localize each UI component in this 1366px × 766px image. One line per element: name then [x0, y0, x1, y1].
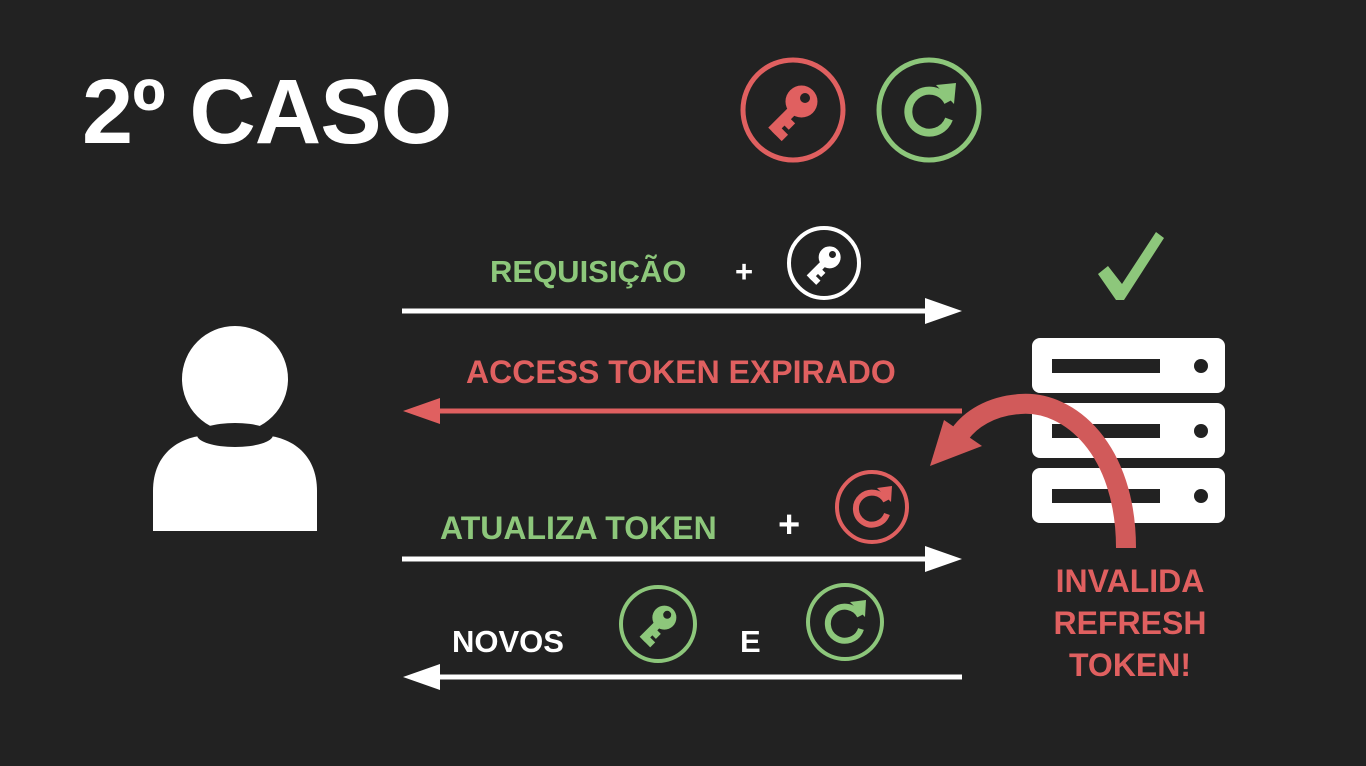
checkmark-icon	[1094, 228, 1166, 304]
request-label: REQUISIÇÃO	[490, 254, 687, 289]
new-tokens-label: NOVOS	[452, 624, 564, 659]
key-icon	[740, 57, 846, 163]
conjunction-label: E	[740, 624, 761, 659]
invalidate-curve-arrow	[930, 393, 1136, 549]
invalidate-note: INVALIDA REFRESH TOKEN!	[1053, 563, 1207, 683]
expired-label: ACCESS TOKEN EXPIRADO	[466, 354, 896, 390]
key-icon	[786, 225, 862, 301]
key-icon	[618, 584, 698, 664]
request-arrow	[402, 298, 962, 324]
new-tokens-arrow	[403, 664, 962, 690]
slide-title: 2º CASO	[82, 61, 452, 163]
refresh-icon	[876, 57, 982, 163]
refresh-icon	[805, 582, 885, 662]
expired-arrow	[403, 398, 962, 424]
refresh-plus: +	[778, 504, 801, 546]
user-icon	[150, 325, 320, 533]
refresh-icon	[833, 468, 911, 546]
refresh-arrow	[402, 546, 962, 572]
request-plus: +	[735, 254, 754, 289]
refresh-label: ATUALIZA TOKEN	[440, 510, 717, 546]
